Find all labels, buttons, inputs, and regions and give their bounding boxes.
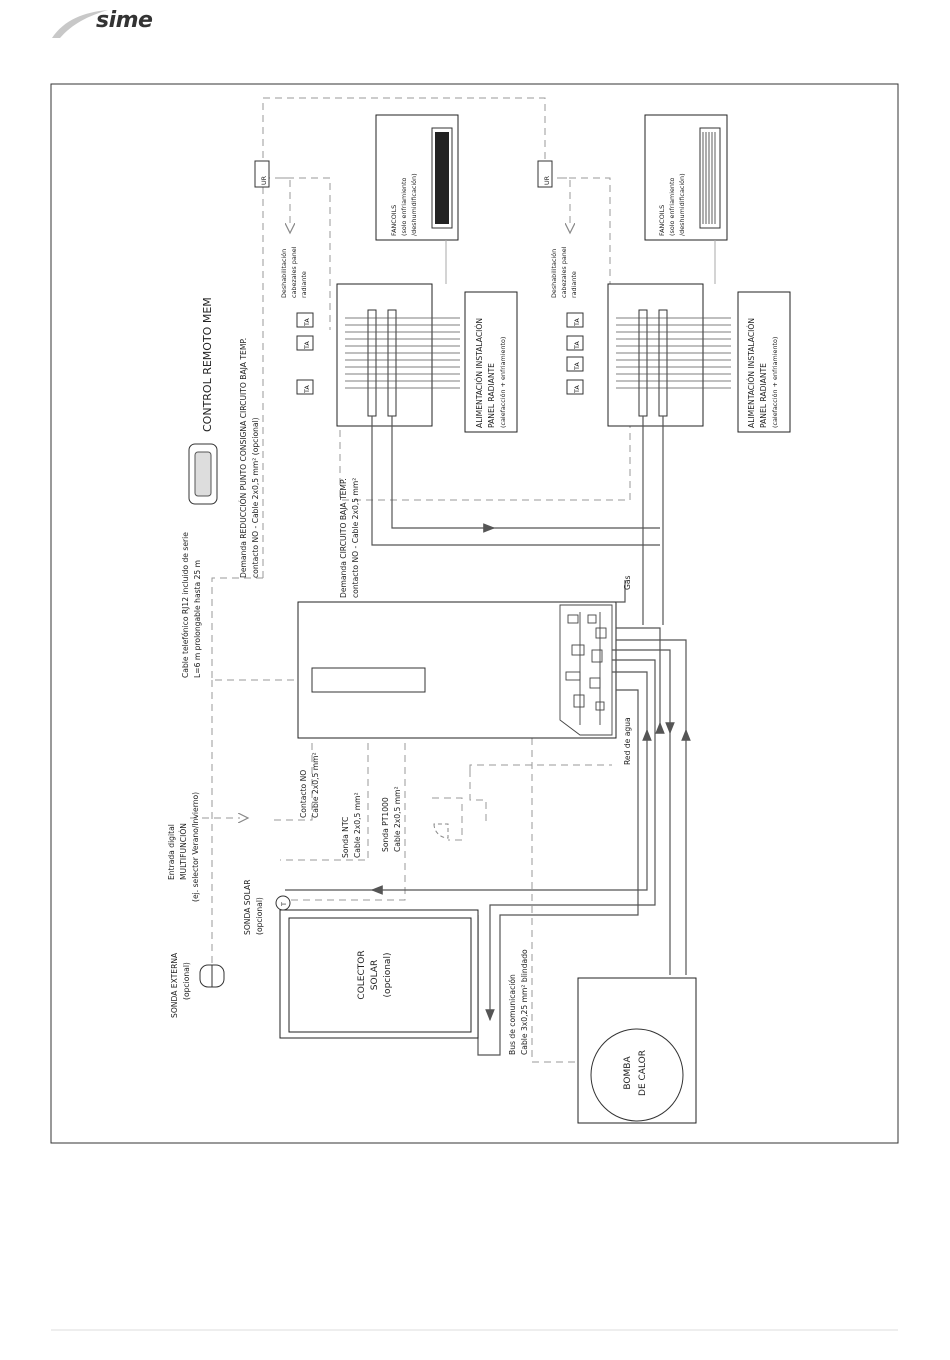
diagram-labels: CONTROL REMOTO MEM Cable telefónico RJ12… <box>167 173 779 1096</box>
diagram-label: Entrada digital <box>167 824 176 880</box>
diagram-label: /deshumidificación) <box>678 173 686 236</box>
diagram-label: COLECTOR <box>357 950 367 999</box>
diagram-label: (calefacción + enfriamiento) <box>771 337 779 428</box>
ta-thermostats-1: TA TA TA <box>296 312 314 395</box>
diagram-label: Sonda PT1000 <box>381 797 390 852</box>
diagram-label: Contacto NO <box>299 770 308 818</box>
diagram-label: BOMBA <box>623 1056 633 1090</box>
diagram-label: Cable 2x0,5 mm² <box>353 792 362 858</box>
diagram-frame <box>50 83 899 1144</box>
diagram-label: ALIMENTACIÓN INSTALACIÓN <box>747 318 756 428</box>
diagram-label: Deshabilitación <box>550 249 558 298</box>
diagram-label: FANCOILS <box>658 205 666 236</box>
diagram-label: radiante <box>570 271 578 298</box>
diagram-label: Sonda NTC <box>341 817 350 858</box>
alim-box-1 <box>464 291 518 433</box>
ur-box-1: UR <box>254 160 270 188</box>
diagram-label: PANEL RADIANTE <box>487 363 496 428</box>
demanda-reduccion-label-1: Demanda REDUCCIÓN PUNTO CONSIGNA CIRCUIT… <box>239 338 248 578</box>
radiant-panel-manifold-1 <box>336 283 660 546</box>
diagram-label: TA <box>303 318 311 327</box>
diagram-label: TA <box>303 385 311 394</box>
cable-telefonico-label-1: Cable telefónico RJ12 incluido de serie <box>181 532 190 678</box>
diagram-label: UR <box>543 175 551 185</box>
diagram-label: MULTIFUNCIÓN <box>179 823 188 880</box>
logo-text: sime <box>96 8 153 33</box>
remote-control-mem <box>188 443 218 505</box>
diagram-label: Bus de comunicación <box>508 974 517 1055</box>
diagram-label: SONDA SOLAR <box>243 879 252 935</box>
radiant-panel-manifold-2 <box>607 283 731 625</box>
diagram-label: cabezales panel <box>290 246 298 298</box>
diagram-label: /deshumidificación) <box>410 173 418 236</box>
demanda-circuito-label-2: contacto NO - Cable 2x0,5 mm² <box>351 478 360 598</box>
fancoil-unit-1 <box>375 114 459 284</box>
alim-box-2 <box>737 291 791 433</box>
ur-box-2: UR <box>537 160 553 188</box>
diagram-label: TA <box>303 341 311 350</box>
diagram-label: UR <box>260 175 268 185</box>
diagram-label: Cable 2x0,5 mm² <box>393 786 402 852</box>
diagram-label: SOLAR <box>370 960 380 990</box>
red-agua-label: Red de agua <box>623 717 632 765</box>
control-remoto-label: CONTROL REMOTO MEM <box>201 297 214 432</box>
gas-label: Gas <box>623 575 632 590</box>
diagram-label: Cable 2x0,5 mm² <box>311 752 320 818</box>
diagram-label: (ej. selector Verano/Invierno) <box>191 792 200 902</box>
fancoil-unit-2 <box>644 114 728 284</box>
ta-thermostats-2: TA TA TA TA <box>566 312 584 395</box>
diagram-label: (opcional) <box>182 962 191 1000</box>
external-sensor <box>199 964 225 988</box>
diagram-label: (solo enfriamiento <box>668 178 676 236</box>
demanda-reduccion-label-2: contacto NO - Cable 2x0,5 mm² (opcional) <box>251 417 260 578</box>
diagram-label: TA <box>573 318 581 327</box>
swoosh-icon <box>52 10 108 38</box>
diagram-label: DE CALOR <box>638 1050 648 1096</box>
sime-logo: sime <box>50 6 190 40</box>
diagram-label: (calefacción + enfriamiento) <box>499 337 507 428</box>
diagram-label: FANCOILS <box>390 205 398 236</box>
diagram-label: T <box>280 902 288 907</box>
water-pipes <box>285 580 691 1056</box>
control-wiring <box>190 97 631 1063</box>
diagram-label: TA <box>573 385 581 394</box>
boiler-module <box>297 601 617 739</box>
diagram-label: SONDA EXTERNA <box>170 952 179 1018</box>
diagram-label: PANEL RADIANTE <box>759 363 768 428</box>
diagram-label: ALIMENTACIÓN INSTALACIÓN <box>475 318 484 428</box>
diagram-label: cabezales panel <box>560 246 568 298</box>
solar-collector <box>275 895 479 1039</box>
diagram-label: (solo enfriamiento <box>400 178 408 236</box>
diagram-label: (opcional) <box>255 897 264 935</box>
diagram-label: Cable 3x0,25 mm² blindado <box>520 949 529 1055</box>
diagram-label: TA <box>573 341 581 350</box>
cable-telefonico-label-2: L=6 m prolongable hasta 25 m <box>193 560 202 678</box>
heat-pump <box>577 977 697 1124</box>
diagram-label: TA <box>573 362 581 371</box>
diagram-label: Deshabilitación <box>280 249 288 298</box>
dhw-accessory <box>432 797 463 841</box>
diagram-label: radiante <box>300 271 308 298</box>
diagram-label: (opcional) <box>383 953 393 998</box>
demanda-circuito-label-1: Demanda CIRCUITO BAJA TEMP. <box>339 478 348 598</box>
